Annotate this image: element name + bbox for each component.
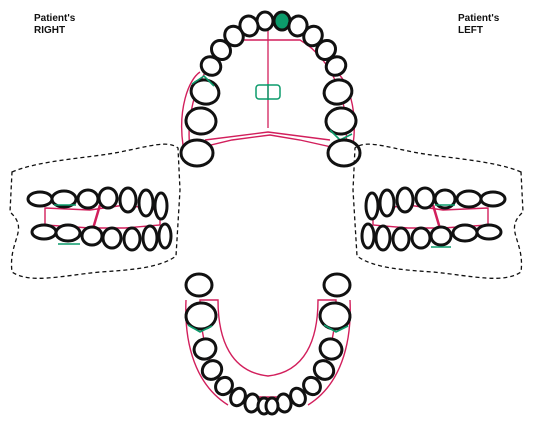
lower-left-tooth-4 <box>312 359 336 381</box>
left-buccal-lower-tooth-1 <box>475 223 503 241</box>
right-buccal-outline <box>9 143 181 279</box>
upper-arch <box>179 10 362 168</box>
lower-left-tooth-5 <box>302 375 322 397</box>
left-buccal-lower-tooth-4 <box>410 226 432 250</box>
left-buccal-lower-tooth-3 <box>429 225 453 247</box>
upper-right-tooth-7 <box>184 106 218 136</box>
patient-left-label-line2: LEFT <box>458 25 483 36</box>
upper-left-tooth-5 <box>324 55 348 77</box>
upper-right-tooth-6-restoration <box>191 74 215 87</box>
upper-posterior-gum <box>204 131 331 141</box>
right-buccal-lower-tooth-7 <box>157 222 173 250</box>
patient-left-label: Patient's LEFT <box>458 13 499 37</box>
lower-right-tooth-5 <box>214 375 234 397</box>
patient-right-label-line2: RIGHT <box>34 25 66 36</box>
patient-left-label-line1: Patient's <box>458 13 500 24</box>
lower-right-tooth-4 <box>200 359 224 381</box>
upper-gum-edge-right <box>180 71 201 146</box>
right-buccal-lower-tooth-2 <box>54 223 82 243</box>
right-buccal-upper-tooth-2 <box>50 189 78 209</box>
left-buccal-view <box>352 143 524 279</box>
lower-right-tooth-1 <box>184 272 214 298</box>
left-buccal-upper-tooth-6 <box>378 188 396 218</box>
left-buccal-lower-tooth-2 <box>451 223 479 243</box>
right-buccal-upper-tooth-5 <box>118 186 138 214</box>
upper-left-tooth-8 <box>326 138 362 168</box>
lower-left-tooth-8 <box>264 396 280 416</box>
left-buccal-upper-tooth-4 <box>414 186 436 210</box>
left-buccal-upper-tooth-5 <box>395 186 415 214</box>
left-buccal-lower-tooth-5 <box>391 226 411 252</box>
patient-right-label-line1: Patient's <box>34 13 76 24</box>
lower-right-tooth-2-restoration <box>187 324 213 333</box>
upper-right-tooth-8 <box>179 138 215 168</box>
upper-left-tooth-3 <box>302 24 324 48</box>
left-buccal-upper-tooth-2 <box>455 189 483 209</box>
right-buccal-view <box>9 143 181 279</box>
right-buccal-upper-tooth-1 <box>26 190 54 208</box>
right-buccal-lower-tooth-6 <box>141 224 159 252</box>
lower-left-tooth-1 <box>322 272 352 298</box>
right-buccal-upper-tooth-4 <box>97 186 119 210</box>
right-buccal-lower-tooth-4 <box>101 226 123 250</box>
lower-right-tooth-3 <box>192 337 218 361</box>
right-buccal-upper-tooth-7 <box>153 191 169 221</box>
left-buccal-lower-tooth-7 <box>360 222 376 250</box>
right-buccal-lower-tooth-5 <box>122 226 142 252</box>
right-buccal-upper-tooth-3 <box>76 188 100 210</box>
upper-right-tooth-3 <box>223 24 245 48</box>
upper-right-tooth-5 <box>199 55 223 77</box>
right-buccal-lower-tooth-3 <box>80 225 104 247</box>
upper-left-tooth-7 <box>324 106 358 136</box>
right-buccal-lower-tooth-1 <box>30 223 58 241</box>
lower-left-tooth-2-restoration <box>323 324 349 333</box>
right-buccal-upper-tooth-6 <box>137 188 155 218</box>
left-buccal-upper-tooth-1 <box>479 190 507 208</box>
left-buccal-upper-tooth-7 <box>364 191 380 221</box>
upper-left-tooth-6 <box>322 78 354 106</box>
lower-arch <box>184 272 352 416</box>
patient-right-label: Patient's RIGHT <box>34 13 75 37</box>
left-buccal-outline <box>352 143 524 279</box>
left-buccal-lower-tooth-6 <box>374 224 392 252</box>
lower-left-tooth-3 <box>318 337 344 361</box>
lower-right-tooth-2 <box>184 301 218 331</box>
lower-left-tooth-2 <box>318 301 352 331</box>
